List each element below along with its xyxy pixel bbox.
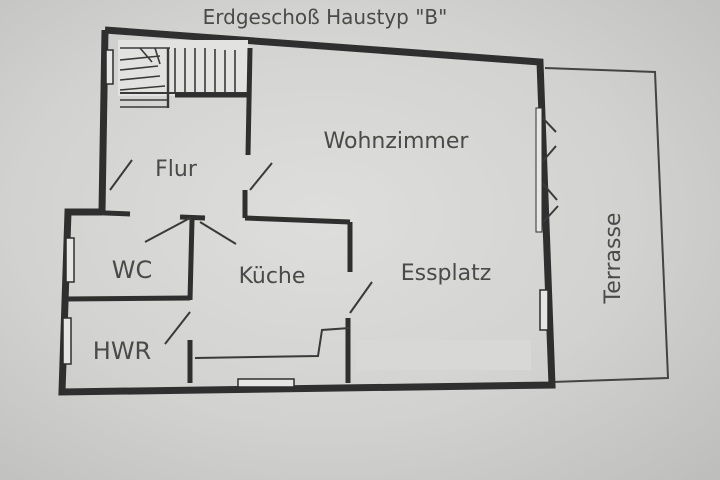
windows (62, 49, 549, 388)
room-label-essplatz: Essplatz (401, 261, 492, 286)
room-label-terrasse: Terrasse (601, 213, 626, 305)
room-label-kueche: Küche (239, 264, 306, 289)
interior-walls (64, 47, 353, 383)
door-swings (109, 159, 373, 345)
room-label-flur: Flur (155, 157, 198, 182)
terrace-outline (544, 67, 670, 383)
terrace-doors (535, 107, 559, 233)
plan-title: Erdgeschoß Haustyp "B" (203, 5, 448, 29)
room-label-hwr: HWR (93, 337, 151, 365)
room-label-wc: WC (112, 256, 153, 284)
outer-walls (58, 26, 556, 396)
room-label-wohnzimmer: Wohnzimmer (324, 129, 470, 154)
kitchen-counter (194, 327, 351, 359)
staircase (118, 40, 248, 108)
light-patch (356, 340, 531, 370)
